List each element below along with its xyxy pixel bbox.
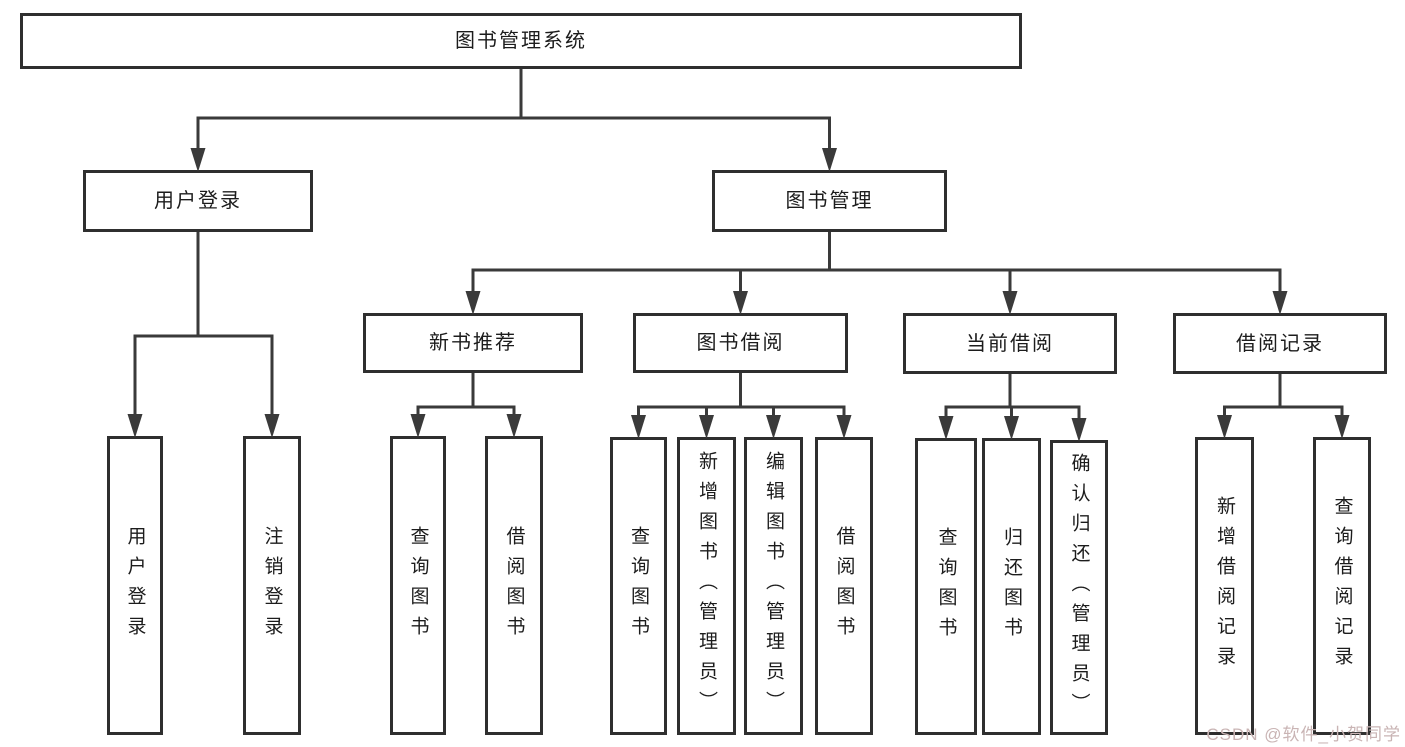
arrowhead-icon	[1004, 416, 1019, 440]
arrowhead-icon	[1334, 415, 1350, 439]
arrowhead-icon	[699, 415, 714, 439]
node-query-borrow-record: 查询借阅记录	[1313, 437, 1371, 735]
arrowhead-icon	[631, 415, 646, 439]
node-logout-leaf: 注销登录	[243, 436, 301, 735]
node-root: 图书管理系统	[20, 13, 1022, 69]
node-book-mgmt: 图书管理	[712, 170, 947, 232]
arrowhead-icon	[465, 291, 481, 315]
arrowhead-icon	[766, 415, 781, 439]
node-confirm-return: 确认归还（管理员）	[1050, 440, 1108, 735]
arrowhead-icon	[733, 291, 748, 315]
node-return-book: 归还图书	[982, 438, 1041, 735]
arrowhead-icon	[506, 414, 522, 438]
node-borrow-books-1: 借阅图书	[485, 436, 543, 735]
node-query-books-3: 查询图书	[915, 438, 977, 735]
arrowhead-icon	[410, 414, 426, 438]
arrowhead-icon	[938, 416, 954, 440]
node-new-book-rec: 新书推荐	[363, 313, 583, 373]
node-query-books-1: 查询图书	[390, 436, 446, 735]
node-current-borrow: 当前借阅	[903, 313, 1117, 374]
node-book-borrow: 图书借阅	[633, 313, 848, 373]
watermark: CSDN @软件_小贺同学	[1206, 725, 1401, 744]
node-borrow-books-2: 借阅图书	[815, 437, 873, 735]
node-edit-book: 编辑图书（管理员）	[744, 437, 803, 735]
arrowhead-icon	[1071, 418, 1087, 442]
arrowhead-icon	[822, 148, 837, 172]
node-user-login-leaf: 用户登录	[107, 436, 163, 735]
node-borrow-records: 借阅记录	[1173, 313, 1387, 374]
node-add-book: 新增图书（管理员）	[677, 437, 736, 735]
arrowhead-icon	[1217, 415, 1232, 439]
node-add-borrow-record: 新增借阅记录	[1195, 437, 1254, 735]
node-query-books-2: 查询图书	[610, 437, 667, 735]
arrowhead-icon	[190, 148, 206, 172]
arrowhead-icon	[1002, 291, 1018, 315]
arrowhead-icon	[1272, 291, 1288, 315]
node-user-login: 用户登录	[83, 170, 313, 232]
arrowhead-icon	[836, 415, 852, 439]
arrowhead-icon	[127, 414, 143, 438]
arrowhead-icon	[264, 414, 280, 438]
